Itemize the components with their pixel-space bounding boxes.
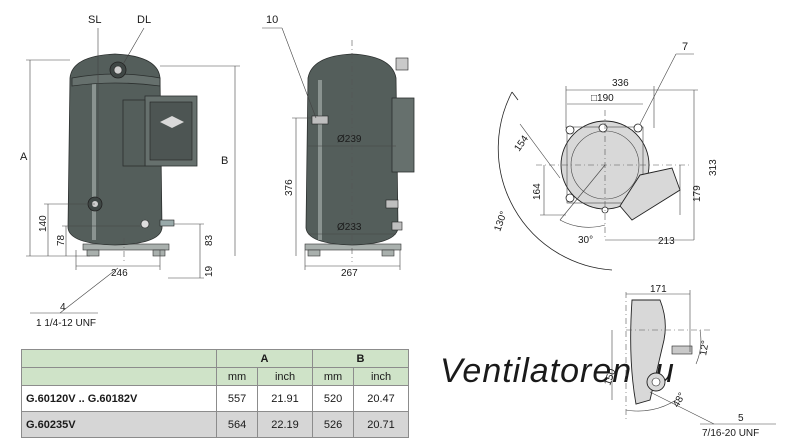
dim-213: 213 [658,236,675,247]
table-header-row: A B [21,349,410,368]
front-view-dimensions: A 140 78 B 83 19 246 SL DL 4 1 1/4-12 UN… [20,14,240,329]
dim-83: 83 [204,234,215,246]
dim-190: □190 [591,93,614,104]
dim-267: 267 [341,268,358,279]
dim-336: 336 [612,78,629,89]
label-dl: DL [137,14,151,26]
model-cell: G.60235V [21,411,217,438]
dim-130: 130° [492,210,509,233]
side-view-dimensions: 10 376 Ø239 Ø233 267 [262,14,401,279]
a-inch-cell: 21.91 [257,385,313,412]
label-10: 10 [266,14,278,26]
dim-78: 78 [56,234,67,246]
unit-inch-b: inch [353,367,409,386]
front-view [67,53,198,257]
label-b: B [221,155,228,167]
a-mm-cell: 564 [215,411,259,438]
unit-mm-b: mm [311,367,355,386]
dim-12: 12° [698,340,711,357]
thread-5: 7/16-20 UNF [702,428,759,439]
model-cell: G.60120V .. G.60182V [21,385,217,412]
b-mm-cell: 526 [311,411,355,438]
label-7: 7 [682,41,688,53]
dim-376: 376 [284,179,295,196]
dim-246: 246 [111,268,128,279]
label-4: 4 [60,302,66,313]
detail-view [625,292,712,420]
unit-inch-a: inch [257,367,313,386]
label-sl: SL [88,14,101,26]
unit-mm-a: mm [215,367,259,386]
top-view [497,91,690,271]
b-mm-cell: 520 [311,385,355,412]
b-inch-cell: 20.71 [353,411,409,438]
dim-140: 140 [38,215,49,232]
thread-4: 1 1/4-12 UNF [36,318,96,329]
label-5: 5 [738,413,744,424]
dimensions-table: A B mm inch mm inch G.60120V .. G.60182V… [21,349,410,438]
dim-19: 19 [204,265,215,277]
dim-154: 154 [512,133,531,153]
dim-313: 313 [708,159,719,176]
dim-233: Ø233 [337,222,362,233]
top-view-dimensions: 336 □190 7 154 164 313 179 213 30° 130° [492,41,719,247]
table-row: G.60120V .. G.60182V 557 21.91 520 20.47 [21,385,409,412]
b-inch-cell: 20.47 [353,385,409,412]
a-mm-cell: 557 [215,385,259,412]
table-header-b: B [311,349,410,368]
table-header-a: A [216,349,313,368]
dim-179: 179 [692,185,703,202]
dim-164: 164 [532,183,543,200]
dim-30: 30° [578,235,593,246]
dim-239: Ø239 [337,134,362,145]
a-inch-cell: 22.19 [257,411,313,438]
dim-171: 171 [650,284,667,295]
table-row: G.60235V 564 22.19 526 20.71 [21,411,409,438]
table-units-row: mm inch mm inch [21,367,409,386]
label-a: A [20,151,28,163]
